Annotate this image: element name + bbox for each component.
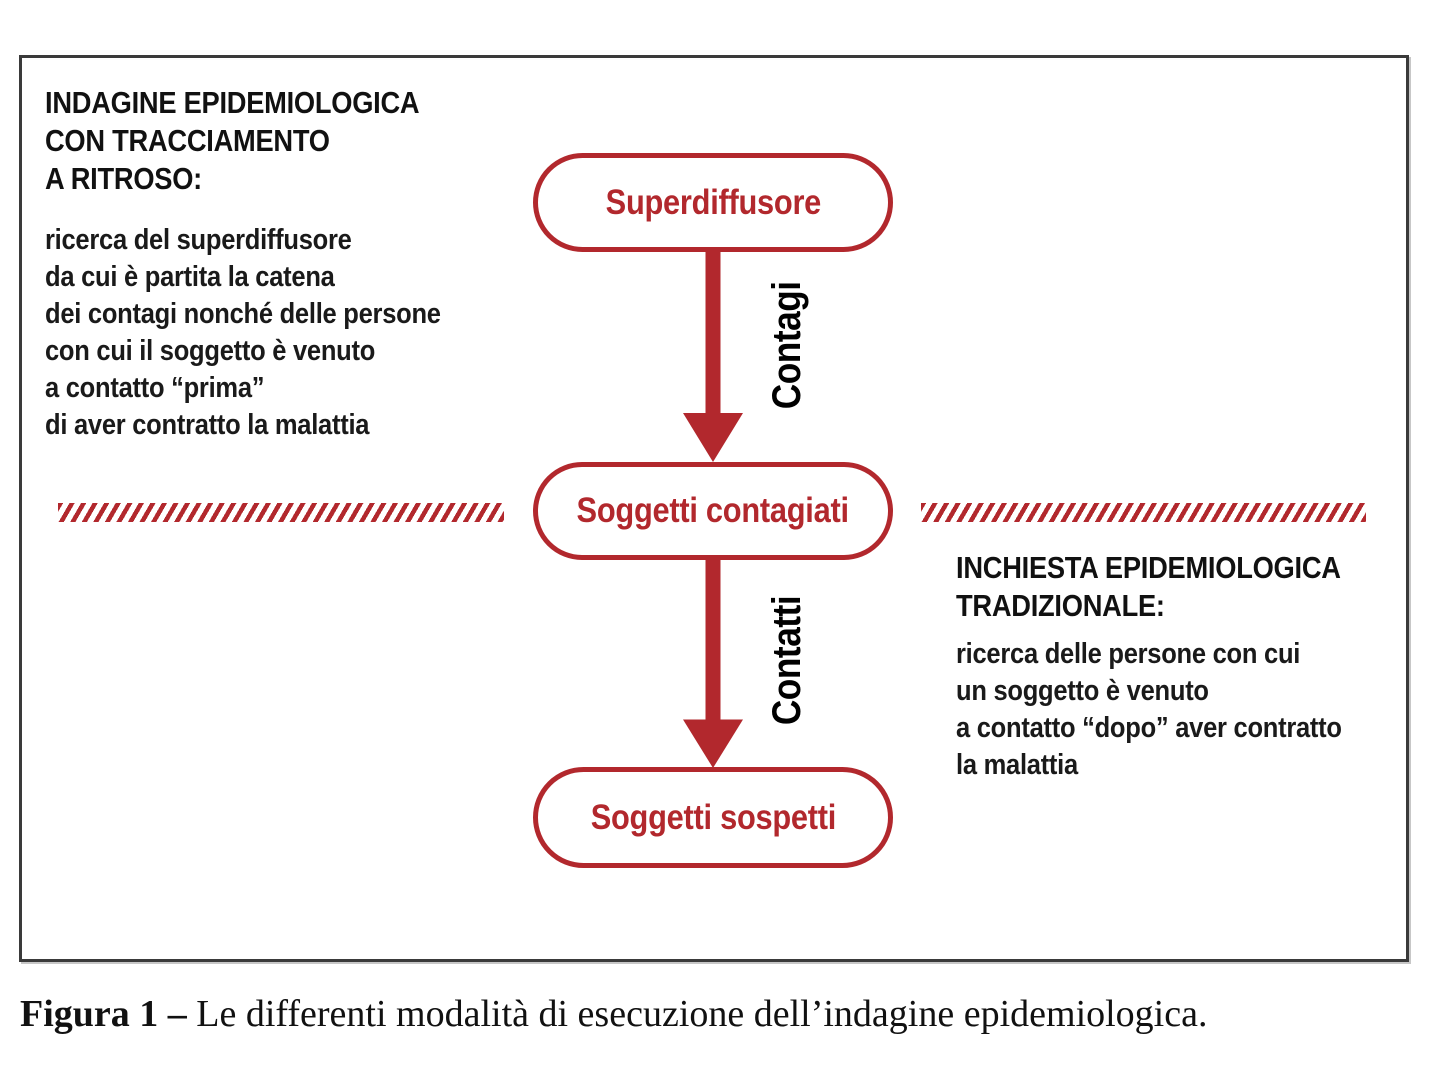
arrowhead-icon (683, 719, 743, 768)
figure-caption-text: Le differenti modalità di esecuzione del… (186, 993, 1208, 1035)
arrowhead-icon (683, 413, 743, 462)
node-soggetti-sospetti: Soggetti sospetti (533, 767, 893, 868)
edge-label-contagi: Contagi (764, 281, 809, 409)
figure-caption: Figura 1 – Le differenti modalità di ese… (20, 992, 1207, 1036)
hatch-divider-right (921, 503, 1366, 522)
edge-label-contatti: Contatti (764, 595, 809, 725)
left-panel-body: ricerca del superdiffusore da cui è part… (45, 224, 441, 441)
hatch-divider-left (58, 503, 504, 522)
arrow-shaft (705, 250, 721, 418)
node-soggetti-contagiati-label: Soggetti contagiati (576, 491, 850, 530)
right-panel-heading: INCHIESTA EPIDEMIOLOGICA TRADIZIONALE: (956, 550, 1341, 623)
node-soggetti-contagiati: Soggetti contagiati (533, 462, 893, 560)
node-soggetti-sospetti-label: Soggetti sospetti (590, 797, 836, 837)
node-superdiffusore-label: Superdiffusore (605, 182, 821, 222)
arrow-contagi (683, 250, 743, 462)
arrow-contatti (683, 558, 743, 768)
arrow-shaft (705, 558, 721, 725)
figure-caption-number: Figura 1 – (20, 993, 187, 1035)
left-panel-heading: INDAGINE EPIDEMIOLOGICA CON TRACCIAMENTO… (45, 85, 420, 196)
node-superdiffusore: Superdiffusore (533, 153, 893, 252)
right-panel-body: ricerca delle persone con cui un soggett… (956, 638, 1342, 781)
